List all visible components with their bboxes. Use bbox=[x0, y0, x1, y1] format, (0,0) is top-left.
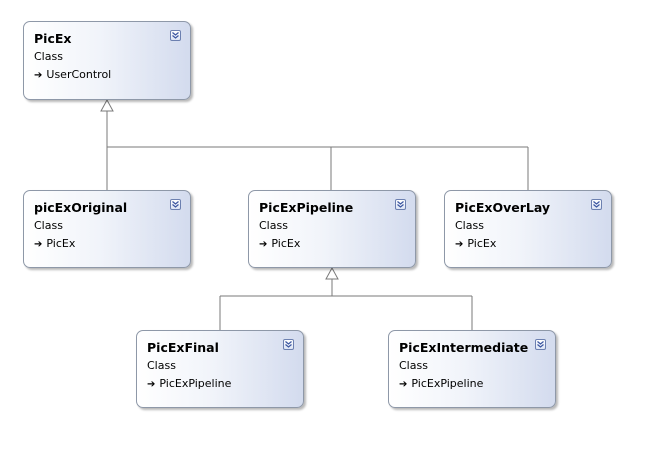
base-class: ➔PicEx bbox=[259, 237, 300, 250]
expand-toggle-icon[interactable] bbox=[283, 339, 294, 350]
base-class: ➔PicEx bbox=[34, 237, 75, 250]
arrow-right-icon: ➔ bbox=[455, 239, 464, 250]
expand-toggle-icon[interactable] bbox=[591, 199, 602, 210]
class-name: PicExOverLay bbox=[455, 200, 551, 215]
base-class-name: PicEx bbox=[46, 237, 76, 250]
base-class: ➔PicExPipeline bbox=[147, 377, 231, 390]
class-name: picExOriginal bbox=[34, 200, 128, 215]
base-class: ➔PicExPipeline bbox=[399, 377, 483, 390]
class-name: PicExIntermediate bbox=[399, 340, 529, 355]
expand-toggle-icon[interactable] bbox=[535, 339, 546, 350]
class-box-picexfinal[interactable]: PicExFinal Class ➔PicExPipeline bbox=[136, 330, 304, 408]
class-kind: Class bbox=[34, 50, 63, 63]
arrow-right-icon: ➔ bbox=[259, 239, 268, 250]
class-name: PicExFinal bbox=[147, 340, 219, 355]
class-kind: Class bbox=[399, 359, 428, 372]
class-box-picexoverlay[interactable]: PicExOverLay Class ➔PicEx bbox=[444, 190, 612, 268]
class-kind: Class bbox=[455, 219, 484, 232]
expand-toggle-icon[interactable] bbox=[170, 30, 181, 41]
arrow-right-icon: ➔ bbox=[399, 379, 408, 390]
base-class: ➔UserControl bbox=[34, 68, 111, 81]
expand-toggle-icon[interactable] bbox=[395, 199, 406, 210]
arrow-right-icon: ➔ bbox=[34, 70, 43, 81]
class-name: PicEx bbox=[34, 31, 72, 46]
class-box-picexpipeline[interactable]: PicExPipeline Class ➔PicEx bbox=[248, 190, 416, 268]
arrow-right-icon: ➔ bbox=[34, 239, 43, 250]
class-kind: Class bbox=[34, 219, 63, 232]
class-box-picexoriginal[interactable]: picExOriginal Class ➔PicEx bbox=[23, 190, 191, 268]
class-kind: Class bbox=[259, 219, 288, 232]
base-class: ➔PicEx bbox=[455, 237, 496, 250]
arrow-right-icon: ➔ bbox=[147, 379, 156, 390]
base-class-name: PicExPipeline bbox=[159, 377, 232, 390]
class-kind: Class bbox=[147, 359, 176, 372]
base-class-name: PicEx bbox=[467, 237, 497, 250]
base-class-name: PicEx bbox=[271, 237, 301, 250]
expand-toggle-icon[interactable] bbox=[170, 199, 181, 210]
base-class-name: UserControl bbox=[46, 68, 112, 81]
base-class-name: PicExPipeline bbox=[411, 377, 484, 390]
class-name: PicExPipeline bbox=[259, 200, 354, 215]
inheritance-arrowhead bbox=[325, 266, 339, 280]
class-box-picexintermediate[interactable]: PicExIntermediate Class ➔PicExPipeline bbox=[388, 330, 556, 408]
inheritance-arrowhead bbox=[100, 98, 114, 112]
class-box-picex[interactable]: PicEx Class ➔UserControl bbox=[23, 21, 191, 100]
